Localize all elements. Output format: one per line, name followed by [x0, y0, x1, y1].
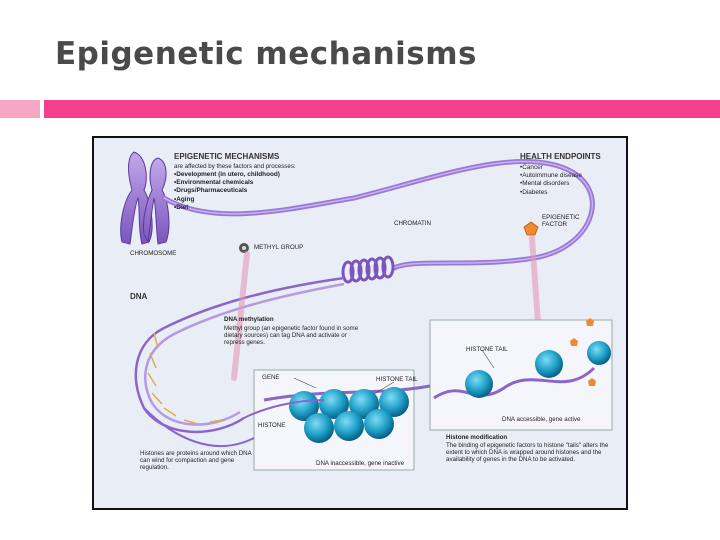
chromosome-label: CHROMOSOME [130, 250, 177, 257]
chromatin-label: CHROMATIN [394, 220, 432, 227]
epigenetic-factor-label: EPIGENETIC FACTOR [542, 214, 580, 229]
chromosome-shape [120, 151, 170, 245]
health-heading: HEALTH ENDPOINTS [520, 152, 601, 161]
slide-title: Epigenetic mechanisms [55, 36, 478, 72]
gene-label: GENE [262, 374, 280, 381]
health-item: Autoimmune disease [520, 172, 582, 180]
chromatin-coil [341, 255, 395, 284]
epigenetics-figure: EPIGENETIC MECHANISMS are affected by th… [92, 136, 628, 510]
mechanism-item: Environmental chemicals [174, 179, 280, 187]
mechanisms-list: Development (in utero, childhood) Enviro… [174, 171, 280, 212]
active-histones [465, 341, 611, 398]
title-accent-bar-light [0, 100, 40, 118]
histone-mod-title: Histone modification [446, 434, 508, 441]
histone-label: HISTONE [258, 422, 286, 429]
dna-label: DNA [130, 292, 148, 301]
health-item: Diabetes [520, 189, 582, 197]
dna-helix [134, 276, 345, 434]
title-accent-bar [44, 100, 720, 118]
active-chromatin-panel [429, 319, 613, 431]
dna-inaccessible-label: DNA inaccessible, gene inactive [316, 460, 405, 467]
histones-note: Histones are proteins around which DNA c… [140, 450, 252, 472]
methylation-title: DNA methylation [224, 316, 274, 323]
epigenetic-factor-icon [523, 221, 539, 236]
mechanism-item: Diet [174, 204, 280, 212]
mechanism-item: Aging [174, 196, 280, 204]
mechanisms-heading: EPIGENETIC MECHANISMS [174, 152, 280, 161]
methyl-group-label: METHYL GROUP [254, 244, 304, 251]
methylation-text: Methyl group (an epigenetic factor found… [224, 325, 359, 347]
mechanism-item: Drugs/Pharmaceuticals [174, 187, 280, 195]
mechanisms-intro: are affected by these factors and proces… [174, 163, 296, 170]
histone-tail-label-top: HISTONE TAIL [466, 346, 508, 353]
compacted-histones [289, 387, 409, 443]
histone-tail-label-bottom: HISTONE TAIL [376, 376, 418, 383]
dna-accessible-label: DNA accessible, gene active [502, 416, 581, 423]
health-list: Cancer Autoimmune disease Mental disorde… [520, 164, 582, 197]
health-item: Cancer [520, 164, 582, 172]
histone-mod-text: The binding of epigenetic factors to his… [446, 442, 609, 464]
health-item: Mental disorders [520, 180, 582, 188]
histone-tail-factors [570, 318, 596, 386]
mechanism-item: Development (in utero, childhood) [174, 171, 280, 179]
methyl-group-icon [239, 243, 249, 253]
